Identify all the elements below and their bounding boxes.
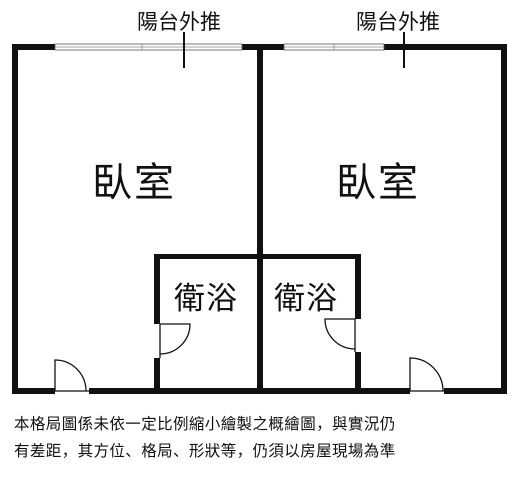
bottom-wall-segment: [89, 388, 257, 394]
disclaimer-line: 本格局圖係未依一定比例縮小繪製之概繪圖，與實況仍: [14, 415, 396, 433]
bathroom-top-wall: [154, 254, 361, 259]
bedroom-label-right: 臥室: [336, 160, 420, 206]
balcony-label-left: 陽台外推: [137, 10, 221, 34]
bathroom-left-door-icon: [152, 323, 191, 358]
right-outer-wall: [501, 44, 507, 394]
bedroom-right-door-icon: [409, 357, 444, 392]
bathroom-label-left: 衛浴: [174, 281, 238, 317]
disclaimer-note: 本格局圖係未依一定比例縮小繪製之概繪圖，與實況仍 有差距，其方位、格局、形狀等，…: [14, 411, 519, 465]
bottom-wall-segment: [444, 388, 507, 394]
center-partition-wall: [257, 44, 263, 394]
bedroom-left-door-icon: [54, 359, 89, 392]
bedroom-label-left: 臥室: [92, 160, 176, 206]
bathroom-label-right: 衛浴: [274, 281, 338, 317]
disclaimer-line: 有差距，其方位、格局、形狀等，仍須以房屋現場為準: [14, 442, 396, 460]
balcony-label-right: 陽台外推: [356, 10, 440, 34]
bathroom-right-door-icon: [324, 318, 363, 352]
bottom-wall-segment: [12, 388, 55, 394]
bottom-wall-segment: [263, 388, 410, 394]
left-outer-wall: [12, 44, 18, 394]
